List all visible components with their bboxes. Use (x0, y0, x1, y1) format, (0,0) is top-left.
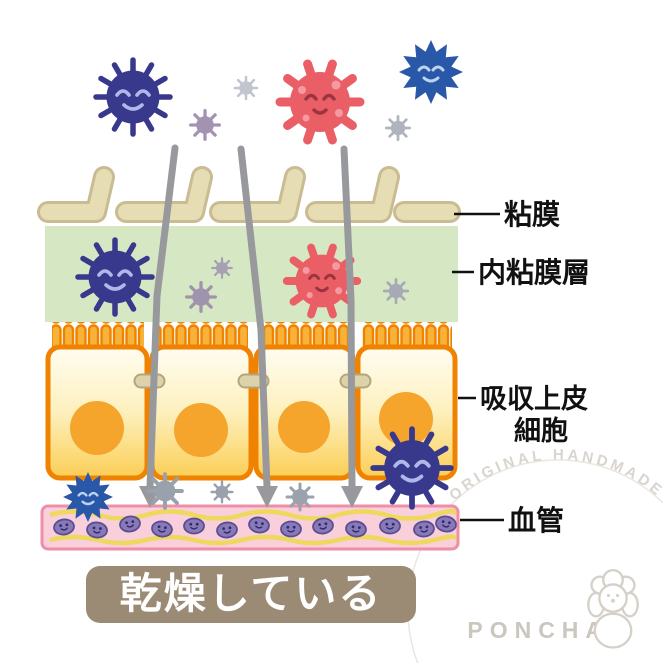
tight-junction (339, 373, 372, 389)
caption-badge: 乾燥している (86, 566, 416, 623)
plasma-wave (49, 509, 457, 521)
plasma-wave (49, 534, 457, 546)
cell-nucleus (278, 401, 330, 453)
blue-starburst-virus-icon (397, 38, 465, 106)
label-mucosa: 粘膜 (454, 199, 560, 230)
surface-viruses (96, 38, 465, 142)
arrowhead (341, 486, 363, 508)
gray-germ-particle-icon (285, 482, 315, 512)
cell-nucleus (70, 401, 124, 455)
mucosa-flake (37, 166, 115, 223)
red-blood-cell (183, 517, 205, 535)
navy-spiky-virus-icon (96, 60, 170, 134)
cell-nucleus (379, 392, 433, 446)
label-inner-mucosa-layer: 内粘膜層 (452, 257, 590, 288)
label-inner-mucosa-text: 内粘膜層 (478, 257, 590, 288)
label-absorptive-epithelium: 吸収上皮 細胞 (458, 384, 588, 446)
label-mucosa-text: 粘膜 (504, 199, 560, 230)
arrow-down-2 (237, 145, 278, 508)
label-blood-vessel-text: 血管 (508, 504, 564, 536)
red-blood-cell (379, 517, 401, 535)
layer-labels: 粘膜 内粘膜層 吸収上皮 細胞 血管 (452, 199, 590, 536)
gray-germ-particle-icon (211, 257, 233, 279)
epithelial-cells (45, 322, 458, 481)
gray-germ-particle-icon (384, 114, 412, 142)
label-epithelium-line2: 細胞 (514, 416, 568, 446)
gray-germ-particle-icon (185, 281, 217, 313)
label-blood-vessel: 血管 (460, 504, 564, 536)
label-epithelium-line1: 吸収上皮 (480, 384, 588, 414)
gray-germ-particle-icon (233, 75, 259, 101)
mucosa-flake (305, 166, 400, 223)
gray-germ-particle-icon (210, 480, 234, 504)
tight-junction (133, 373, 166, 389)
mucosa-flake (209, 166, 306, 223)
arrow-down-3 (340, 145, 363, 508)
caption-text: 乾燥している (120, 570, 383, 617)
poodle-silhouette-icon (587, 568, 639, 649)
blood-vessel (40, 504, 460, 551)
mucosa-flake (115, 166, 213, 223)
caption-badge-bg (86, 566, 416, 623)
red-blood-cell (280, 520, 302, 538)
red-virus-icon (280, 64, 360, 140)
gray-germ-particle-icon (189, 109, 221, 141)
gray-germ-particle-icon (146, 472, 184, 510)
mucosa-flakes (37, 166, 461, 223)
cell-nucleus (174, 403, 228, 457)
gray-germ-particle-icon (382, 277, 410, 305)
arrowhead (256, 486, 278, 508)
penetration-arrows (139, 144, 363, 508)
